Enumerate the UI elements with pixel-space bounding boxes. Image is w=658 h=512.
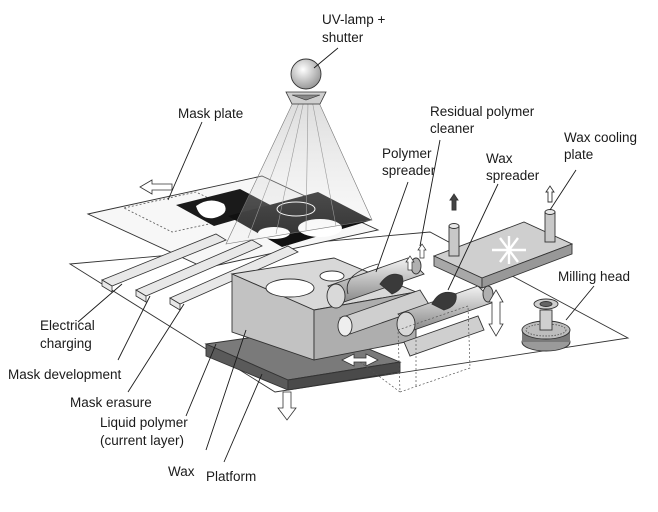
uv-lamp [285, 58, 327, 105]
polymer-spreader [326, 257, 425, 309]
leader-lines [77, 47, 595, 463]
uv-beam [225, 95, 373, 245]
mask-plate-arrow [139, 179, 173, 195]
svg-text:Wax: Wax [486, 151, 513, 166]
svg-text:(current layer): (current layer) [100, 433, 184, 448]
cleaner-arrows [405, 243, 427, 271]
svg-text:spreader: spreader [486, 168, 540, 183]
svg-text:Wax cooling: Wax cooling [564, 130, 637, 145]
label-polymer-spreader: Polymer spreader [382, 146, 436, 178]
horizontal-double-arrow [341, 353, 379, 367]
svg-text:shutter: shutter [322, 30, 364, 45]
uv-beam-lines [247, 99, 337, 239]
down-arrow [277, 391, 297, 421]
wax-spreader [396, 285, 495, 357]
label-wax-spreader: Wax spreader [486, 151, 540, 183]
svg-text:UV-lamp +: UV-lamp + [322, 12, 386, 27]
vertical-double-arrow [488, 289, 504, 337]
label-platform: Platform [206, 469, 256, 484]
label-liquid-polymer: Liquid polymer (current layer) [100, 415, 188, 448]
svg-text:Residual polymer: Residual polymer [430, 104, 535, 119]
svg-text:Polymer: Polymer [382, 146, 432, 161]
label-residual-cleaner: Residual polymer cleaner [430, 104, 535, 136]
milling-head [521, 298, 571, 352]
label-mask-plate: Mask plate [178, 106, 243, 121]
svg-text:spreader: spreader [382, 163, 436, 178]
wax-cooling-plate [432, 185, 574, 289]
label-mask-erasure: Mask erasure [70, 395, 152, 410]
dashed-outline [359, 305, 471, 393]
svg-text:charging: charging [40, 336, 92, 351]
svg-text:cleaner: cleaner [430, 121, 475, 136]
mask-rails [101, 233, 299, 311]
svg-text:Electrical: Electrical [40, 318, 95, 333]
svg-text:plate: plate [564, 147, 593, 162]
label-milling-head: Milling head [558, 269, 630, 284]
snowflake-icon [492, 236, 526, 264]
label-wax: Wax [168, 464, 195, 479]
label-wax-cooling: Wax cooling plate [564, 130, 637, 162]
svg-text:Liquid polymer: Liquid polymer [100, 415, 188, 430]
label-uv-lamp: UV-lamp + shutter [322, 12, 386, 45]
label-electrical-charging: Electrical charging [40, 318, 95, 351]
label-mask-development: Mask development [8, 367, 122, 382]
